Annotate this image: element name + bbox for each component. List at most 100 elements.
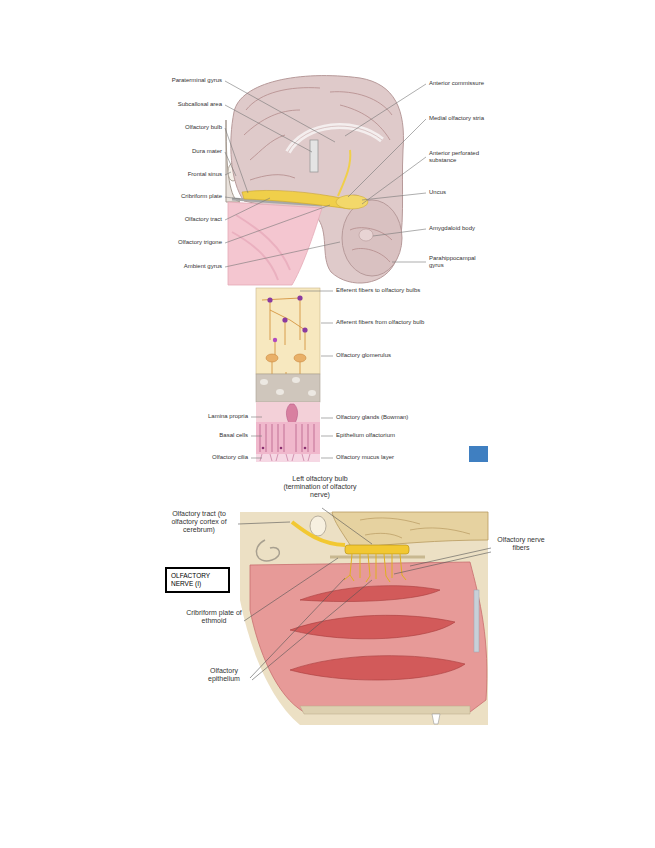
epithelium-panel-part	[256, 288, 320, 374]
leader-lines-part	[225, 81, 335, 142]
brain-panel-part	[310, 140, 318, 172]
epithelium-panel-part	[256, 454, 320, 462]
leader-lines-part	[392, 262, 426, 263]
leader-lines-part	[225, 242, 340, 267]
epithelium-panel-part	[267, 297, 272, 302]
epithelium-panel-part	[262, 298, 305, 360]
epithelium-panel-part	[297, 295, 302, 300]
epithelium-panel-part	[262, 447, 265, 450]
leader-lines-part	[362, 193, 426, 200]
leader-lines	[238, 508, 491, 680]
brain-panel-part	[288, 126, 382, 152]
part-label: Uncus	[429, 189, 489, 196]
leader-lines-part	[362, 157, 426, 204]
part-label: Afferent fibers from olfactory bulb	[336, 319, 466, 326]
part-label: Olfactory epithelium	[200, 666, 248, 684]
brain-panel-part	[359, 229, 373, 241]
epithelium-panel-part	[302, 327, 307, 332]
epithelium-panel-part	[256, 374, 320, 402]
nasal-panel	[240, 512, 488, 725]
leader-lines	[251, 291, 333, 458]
part-label: Left olfactory bulb (termination of olfa…	[274, 474, 366, 500]
nasal-panel-part	[300, 706, 470, 714]
part-label: Cribriform plate of ethmoid	[186, 608, 242, 626]
leader-lines-part	[252, 580, 372, 680]
leader-lines-part	[251, 417, 262, 418]
leader-lines-part	[345, 84, 426, 136]
brain-panel-part	[338, 150, 350, 196]
epithelium-panel-part	[280, 447, 283, 450]
part-label: Olfactory trigone	[152, 239, 222, 246]
leader-lines-part	[225, 128, 248, 193]
epithelium-panel-part	[308, 390, 316, 396]
part-label: Subcallosal area	[152, 101, 222, 108]
part-label: Olfactory tract	[152, 216, 222, 223]
leader-lines-part	[321, 458, 333, 459]
leader-lines-part	[250, 578, 345, 678]
brain-panel-part	[236, 215, 290, 270]
nasal-panel-part	[292, 522, 345, 545]
part-label: Olfactory bulb	[152, 124, 222, 131]
part-label: Anterior commissure	[429, 80, 519, 87]
brain-panel-part	[228, 202, 322, 285]
part-label: Olfactory cilia	[170, 454, 248, 461]
leader-lines-part	[225, 105, 312, 152]
nasal-panel-part	[330, 556, 425, 559]
epithelium-panel-part	[256, 422, 320, 454]
nasal-panel-part	[360, 518, 470, 538]
leader-lines-part	[394, 552, 491, 574]
epithelium-panel-part	[273, 338, 277, 342]
leader-lines-part	[238, 522, 290, 524]
nasal-panel-part	[474, 590, 479, 652]
brain-panel-part	[350, 228, 392, 240]
leader-lines-part	[321, 436, 333, 437]
nasal-panel-part	[310, 516, 326, 536]
part-label: Dura mater	[152, 148, 222, 155]
nasal-panel-part	[345, 545, 409, 554]
part-label: Cribriform plate	[152, 193, 222, 200]
part-label: Olfactory nerve fibers	[493, 536, 549, 552]
part-label: Amygdaloid body	[429, 225, 509, 232]
epithelium-panel-part	[292, 377, 300, 383]
nasal-panel-part	[432, 714, 440, 724]
leader-lines-part	[373, 229, 426, 236]
leader-lines-part	[225, 172, 231, 175]
nasal-panel-part	[240, 512, 488, 725]
part-label: Ambient gyrus	[152, 263, 222, 270]
brain-panel-part	[342, 200, 402, 276]
brain-panel-part	[288, 126, 382, 152]
epithelium-panel-part	[260, 379, 268, 385]
part-label: Paraterminal gyrus	[152, 77, 222, 84]
epithelium-panel-part	[469, 446, 488, 462]
part-label: Olfactory glands (Bowman)	[336, 414, 466, 421]
brain-panel	[226, 76, 403, 285]
brain-panel-part	[352, 249, 390, 263]
part-label: Lamina propria	[170, 413, 248, 420]
brain-panel-part	[336, 195, 368, 209]
part-label: Basal cells	[170, 432, 248, 439]
nasal-panel-part	[290, 615, 455, 639]
epithelium-panel-part	[304, 447, 307, 450]
part-label: Efferent fibers to olfactory bulbs	[336, 287, 466, 294]
leader-lines-part	[251, 436, 262, 437]
part-label: Olfactory glomerulus	[336, 352, 466, 359]
part-label: Parahippocampal gyrus	[429, 255, 484, 269]
nasal-panel-part	[332, 512, 488, 548]
brain-panel-part	[250, 175, 295, 180]
epithelium-panel-part	[282, 317, 287, 322]
leader-lines-part	[251, 458, 262, 459]
part-label: Anterior perforated substance	[429, 150, 489, 164]
leader-lines-part	[225, 198, 270, 220]
nasal-panel-part	[344, 554, 406, 582]
epithelium-panel-part	[294, 354, 306, 362]
epithelium-panel-part	[260, 454, 310, 461]
leader-lines-part	[244, 558, 338, 621]
part-label: Epithelium olfactorium	[336, 432, 466, 439]
nasal-panel-part	[250, 562, 487, 712]
leader-lines-part	[225, 205, 330, 243]
brain-panel-part	[244, 110, 300, 135]
leader-lines-part	[225, 197, 240, 199]
leader-lines-part	[410, 548, 491, 566]
